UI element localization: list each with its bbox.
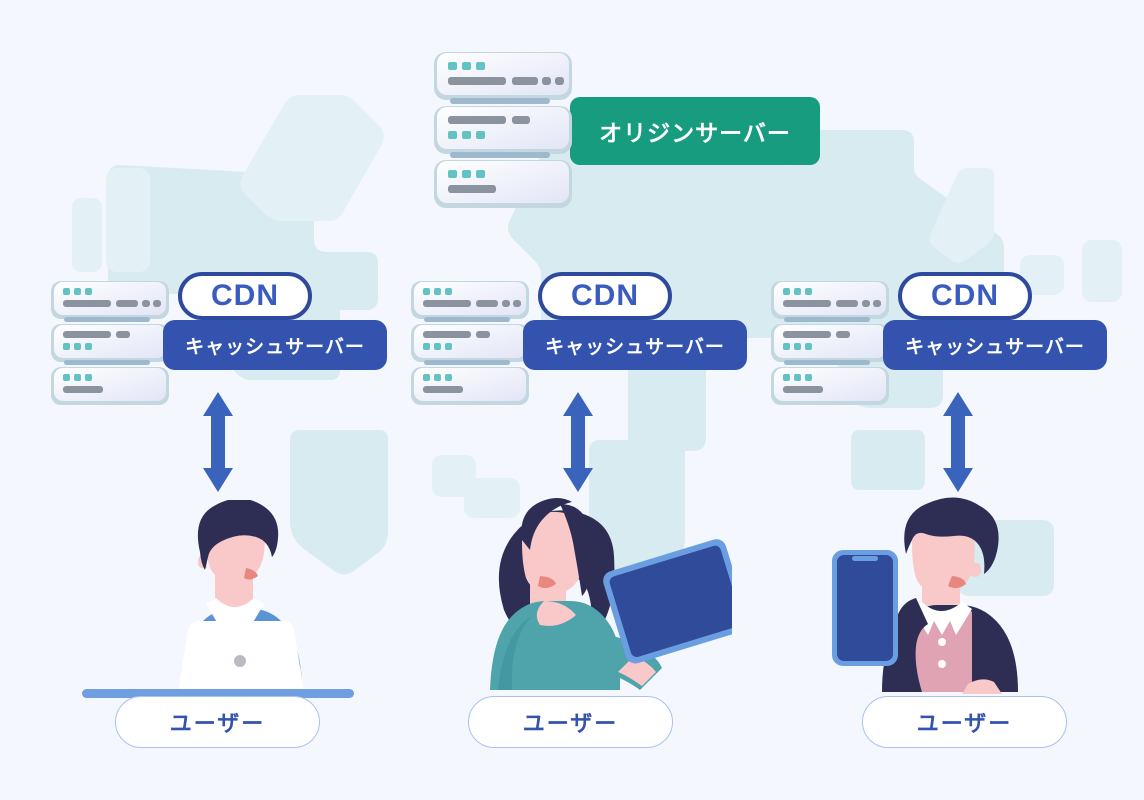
user-label-text: ユーザー (522, 711, 619, 736)
origin-server-label: オリジンサーバー (570, 97, 820, 165)
cache-server-label-3: キャッシュサーバー (883, 320, 1107, 370)
server-rack-icon (434, 52, 572, 208)
cache-server-label-text: キャッシュサーバー (185, 336, 365, 358)
cdn-badge-label: CDN (571, 279, 639, 312)
double-arrow-3 (943, 392, 973, 492)
double-arrow-1 (203, 392, 233, 492)
user-label-2: ユーザー (468, 696, 673, 748)
double-arrow-icon (943, 392, 973, 492)
double-arrow-icon (563, 392, 593, 492)
cdn-badge-2: CDN (538, 272, 672, 320)
origin-server-label-text: オリジンサーバー (599, 120, 791, 146)
user-illustration-2 (490, 498, 732, 690)
server-rack-icon (411, 281, 529, 405)
cache-server-label-text: キャッシュサーバー (545, 336, 725, 358)
cdn-badge-label: CDN (931, 279, 999, 312)
cdn-badge-3: CDN (898, 272, 1032, 320)
user-illustration-3 (832, 497, 1018, 694)
cdn-server-rack-1 (48, 278, 178, 408)
user-illustration-1 (178, 500, 304, 692)
user-label-1: ユーザー (115, 696, 320, 748)
user-label-text: ユーザー (916, 711, 1013, 736)
cache-server-label-2: キャッシュサーバー (523, 320, 747, 370)
server-rack-icon (51, 281, 169, 405)
cdn-badge-1: CDN (178, 272, 312, 320)
double-arrow-icon (203, 392, 233, 492)
cache-server-label-1: キャッシュサーバー (163, 320, 387, 370)
server-rack-icon (771, 281, 889, 405)
user-label-3: ユーザー (862, 696, 1067, 748)
origin-server-rack (430, 48, 580, 213)
cache-server-label-text: キャッシュサーバー (905, 336, 1085, 358)
double-arrow-2 (563, 392, 593, 492)
cdn-badge-label: CDN (211, 279, 279, 312)
desk-bar-1 (82, 689, 354, 698)
cdn-server-rack-2 (408, 278, 538, 408)
cdn-server-rack-3 (768, 278, 898, 408)
user-label-text: ユーザー (169, 711, 266, 736)
